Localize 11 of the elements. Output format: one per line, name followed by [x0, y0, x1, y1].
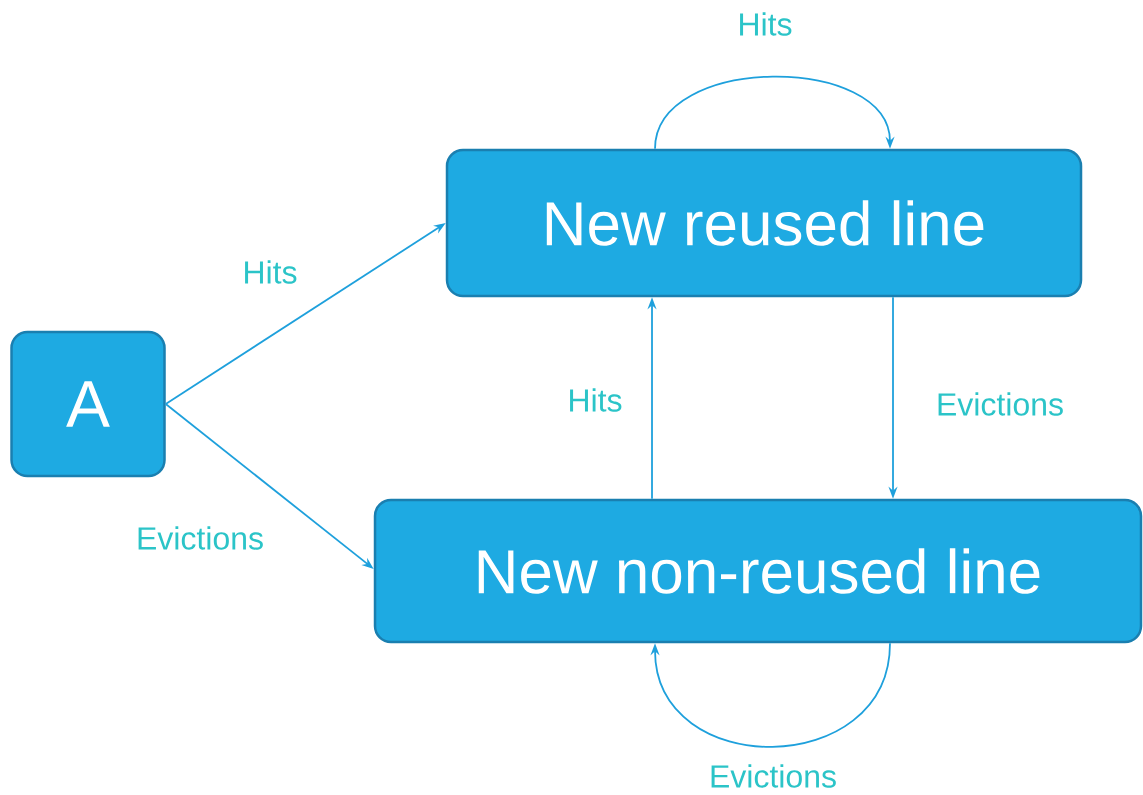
state-box: A	[10, 330, 166, 478]
edge-label: Hits	[565, 386, 625, 414]
edge-label: Hits	[735, 10, 795, 38]
edge-label: Hits	[240, 258, 300, 286]
state-box: New non-reused line	[373, 498, 1143, 644]
arrow	[654, 75, 895, 150]
edge-label: Evictions	[934, 390, 1067, 418]
edge-label: Evictions	[134, 524, 267, 552]
edge-label: Evictions	[707, 762, 840, 790]
state-box: New reused line	[445, 148, 1083, 298]
arrow	[650, 642, 891, 748]
